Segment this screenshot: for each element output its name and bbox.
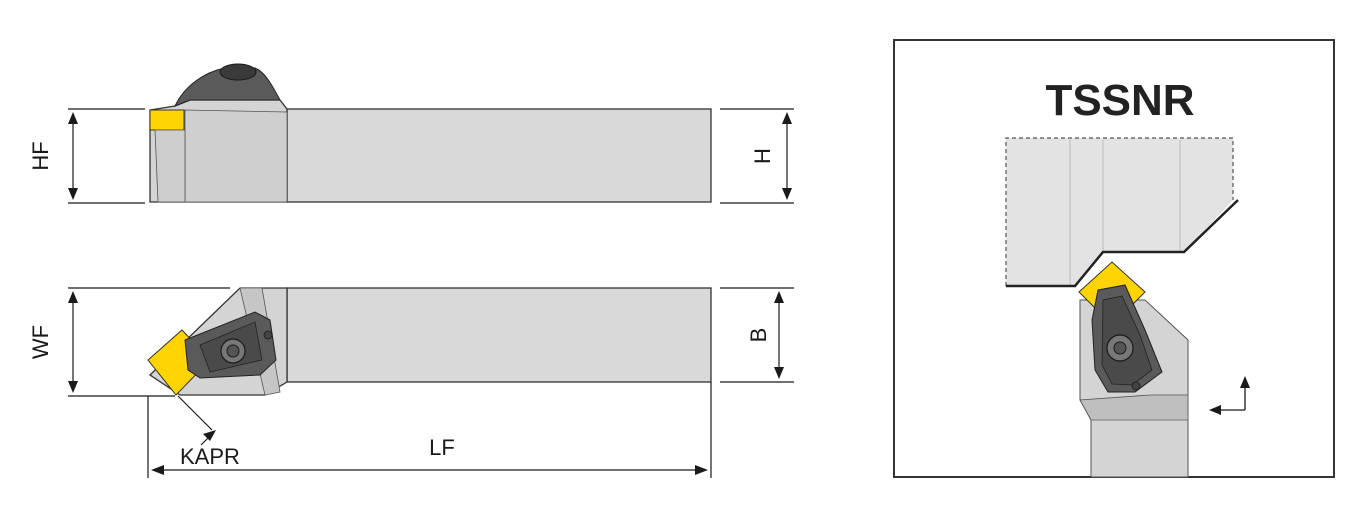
dim-lf-label: LF [429,435,455,460]
side-clamp [173,67,281,107]
dim-h-label: H [750,148,775,164]
feed-direction-arrows [1209,376,1250,415]
side-clamp-screw [219,63,257,81]
detail-title: TSSNR [1045,76,1194,125]
detail-workpiece [1006,138,1233,286]
side-stem [154,129,186,203]
detail-panel: TSSNR [893,39,1335,478]
dim-wf-label: WF [28,325,53,359]
dim-hf-label: HF [28,141,53,170]
dim-kapr-label: KAPR [180,444,240,469]
side-head-face [184,109,288,203]
dim-b-label: B [746,328,771,343]
side-insert [149,109,185,131]
top-shank [286,287,712,383]
side-shank [286,108,712,203]
top-view: WF B KAPR LF [28,287,794,478]
side-view: HF H [28,63,794,204]
